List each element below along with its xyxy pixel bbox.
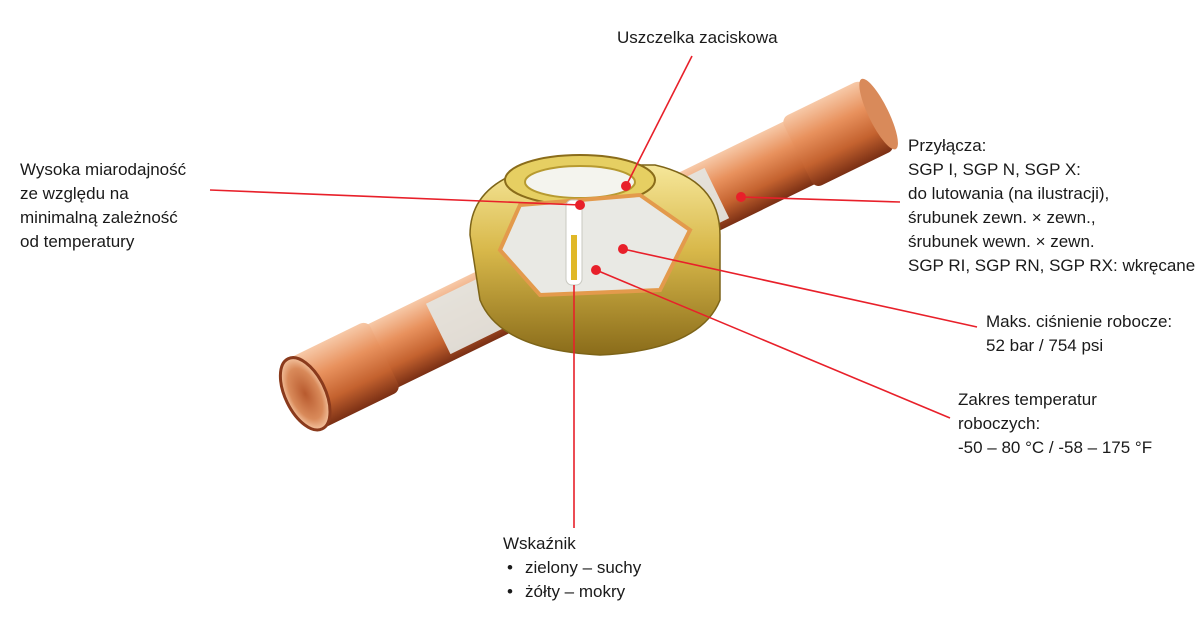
indicator-label: Wskaźnik zielony – suchy żółty – mokry: [503, 532, 641, 604]
leader-connections: [740, 196, 901, 203]
dot-gasket: [621, 181, 631, 191]
connections-line-5: śrubunek wewn. × zewn.: [908, 232, 1095, 251]
dot-pressure: [618, 244, 628, 254]
pressure-label: Maks. ciśnienie robocze: 52 bar / 754 ps…: [986, 310, 1172, 358]
temperature-line-2: roboczych:: [958, 414, 1041, 433]
leader-gasket: [625, 55, 693, 187]
connections-line-2: SGP I, SGP N, SGP X:: [908, 160, 1081, 179]
brass-housing: [469, 154, 721, 356]
connections-label: Przyłącza: SGP I, SGP N, SGP X: do lutow…: [908, 134, 1195, 278]
dot-accuracy: [575, 200, 585, 210]
accuracy-line-2: ze względu na: [20, 184, 129, 203]
pressure-line-2: 52 bar / 754 psi: [986, 336, 1104, 355]
pipe-opening-left: [278, 356, 332, 432]
temperature-line-3: -50 – 80 °C / -58 – 175 °F: [958, 438, 1153, 457]
connections-line-1: Przyłącza:: [908, 136, 987, 155]
dot-temperature: [591, 265, 601, 275]
accuracy-label: Wysoka miarodajność ze względu na minima…: [20, 158, 186, 254]
accuracy-line-1: Wysoka miarodajność: [20, 160, 187, 179]
sight-glass-window: [524, 165, 636, 199]
indicator-title: Wskaźnik: [503, 534, 576, 553]
leader-accuracy: [209, 189, 581, 206]
temperature-label: Zakres temperatur roboczych: -50 – 80 °C…: [958, 388, 1152, 460]
temperature-line-1: Zakres temperatur: [958, 390, 1097, 409]
leader-lines: [209, 55, 978, 528]
leader-dots: [575, 181, 746, 275]
connections-line-6: SGP RI, SGP RN, SGP RX: wkręcane: [908, 256, 1196, 275]
accuracy-line-3: minimalną zależność: [20, 208, 178, 227]
indicator-item-wet: żółty – mokry: [503, 580, 641, 604]
dot-connections: [736, 192, 746, 202]
connections-line-4: śrubunek zewn. × zewn.,: [908, 208, 1096, 227]
pressure-line-1: Maks. ciśnienie robocze:: [986, 312, 1173, 331]
gasket-label: Uszczelka zaciskowa: [617, 26, 778, 50]
leader-temperature: [595, 269, 951, 419]
pipe-end-right: [859, 78, 898, 150]
gasket-label-text: Uszczelka zaciskowa: [617, 28, 778, 47]
connections-line-3: do lutowania (na ilustracji),: [908, 184, 1110, 203]
accuracy-line-4: od temperatury: [20, 232, 135, 251]
cutaway-section: [497, 192, 693, 298]
indicator-item-dry: zielony – suchy: [503, 556, 641, 580]
indicator-element: [571, 235, 577, 280]
leader-pressure: [622, 248, 978, 328]
